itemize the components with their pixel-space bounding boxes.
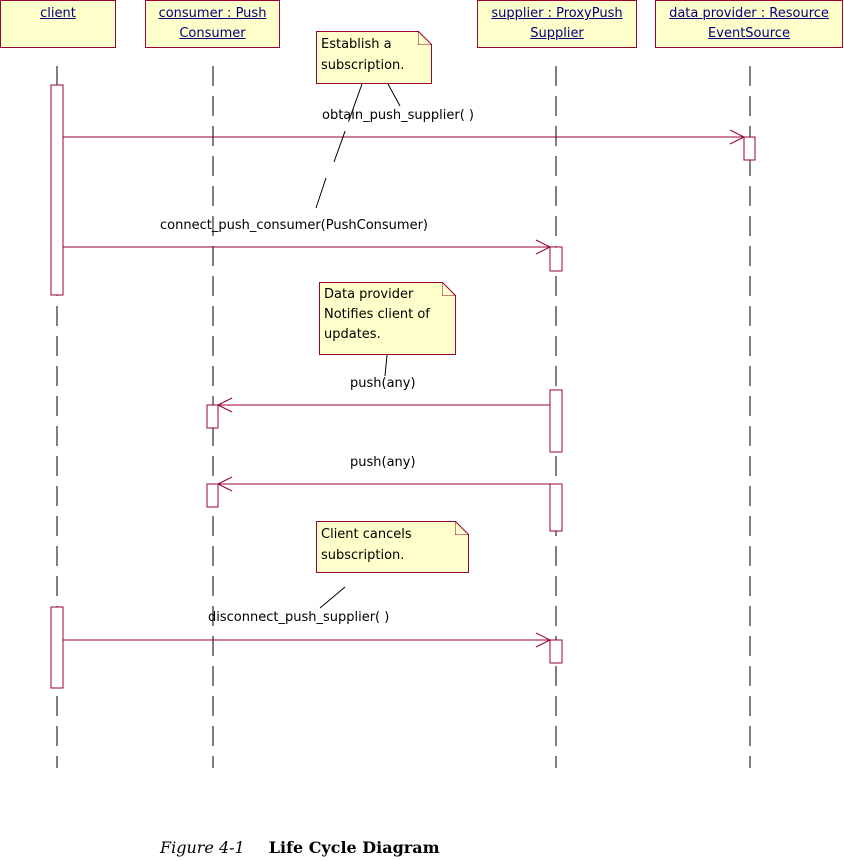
activation-supplier-4 — [549, 639, 563, 664]
activation-consumer-2 — [206, 483, 219, 508]
object-data-provider-label-line1: data provider : Resource — [669, 6, 829, 21]
note-data-provider-line1: Data provider — [324, 287, 414, 302]
activation-supplier-2 — [549, 389, 563, 453]
figure-title: Life Cycle Diagram — [268, 838, 440, 857]
object-data-provider[interactable]: data provider : Resource EventSource — [655, 0, 843, 48]
message-arrow-disconnect-push-supplier — [63, 632, 552, 648]
object-client-label: client — [40, 6, 76, 21]
figure-caption: Figure 4-1 Life Cycle Diagram — [160, 838, 440, 857]
message-label-obtain-push-supplier: obtain_push_supplier( ) — [322, 108, 474, 123]
note-anchor-data-provider — [384, 354, 388, 377]
message-arrow-push-1 — [216, 397, 550, 413]
note-fold-icon — [455, 521, 469, 535]
object-consumer-label-line1: consumer : Push — [158, 6, 267, 21]
note-anchor-subscription-a — [333, 83, 363, 163]
message-label-push-2: push(any) — [350, 455, 416, 470]
object-consumer[interactable]: consumer : Push Consumer — [145, 0, 280, 48]
object-supplier[interactable]: supplier : ProxyPush Supplier — [477, 0, 637, 48]
note-anchor-cancel — [319, 586, 346, 609]
message-label-connect-push-consumer: connect_push_consumer(PushConsumer) — [160, 218, 428, 233]
message-arrow-connect-push-consumer — [63, 239, 552, 255]
object-consumer-label-line2: Consumer — [179, 26, 246, 41]
note-fold-icon — [442, 282, 456, 296]
note-client-cancels[interactable]: Client cancels subscription. — [316, 521, 469, 573]
note-cancel-line1: Client cancels — [321, 527, 412, 542]
note-fold-icon — [418, 31, 432, 45]
activation-data-provider-1 — [743, 136, 756, 161]
note-data-provider-line2: Notifies client of — [324, 307, 430, 322]
object-client[interactable]: client — [0, 0, 116, 48]
note-establish-subscription[interactable]: Establish a subscription. — [316, 31, 432, 84]
message-arrow-push-2 — [216, 476, 550, 492]
activation-supplier-3 — [549, 483, 563, 532]
figure-number: Figure 4-1 — [160, 838, 245, 857]
activation-supplier-1 — [549, 246, 563, 272]
note-cancel-line2: subscription. — [321, 548, 405, 563]
note-establish-line2: subscription. — [321, 58, 405, 73]
activation-consumer-1 — [206, 404, 219, 429]
message-label-disconnect-push-supplier: disconnect_push_supplier( ) — [208, 610, 390, 625]
object-supplier-label-line1: supplier : ProxyPush — [491, 6, 623, 21]
note-anchor-subscription-b — [387, 83, 401, 107]
object-supplier-label-line2: Supplier — [530, 26, 584, 41]
message-label-push-1: push(any) — [350, 376, 416, 391]
object-data-provider-label-line2: EventSource — [708, 26, 790, 41]
note-data-provider-line3: updates. — [324, 327, 381, 342]
note-anchor-subscription-a2 — [315, 177, 327, 209]
activation-client-1 — [50, 84, 64, 296]
message-arrow-obtain-push-supplier — [63, 129, 746, 145]
note-establish-line1: Establish a — [321, 37, 392, 52]
note-data-provider-notifies[interactable]: Data provider Notifies client of updates… — [319, 282, 456, 355]
activation-client-2 — [50, 606, 64, 689]
